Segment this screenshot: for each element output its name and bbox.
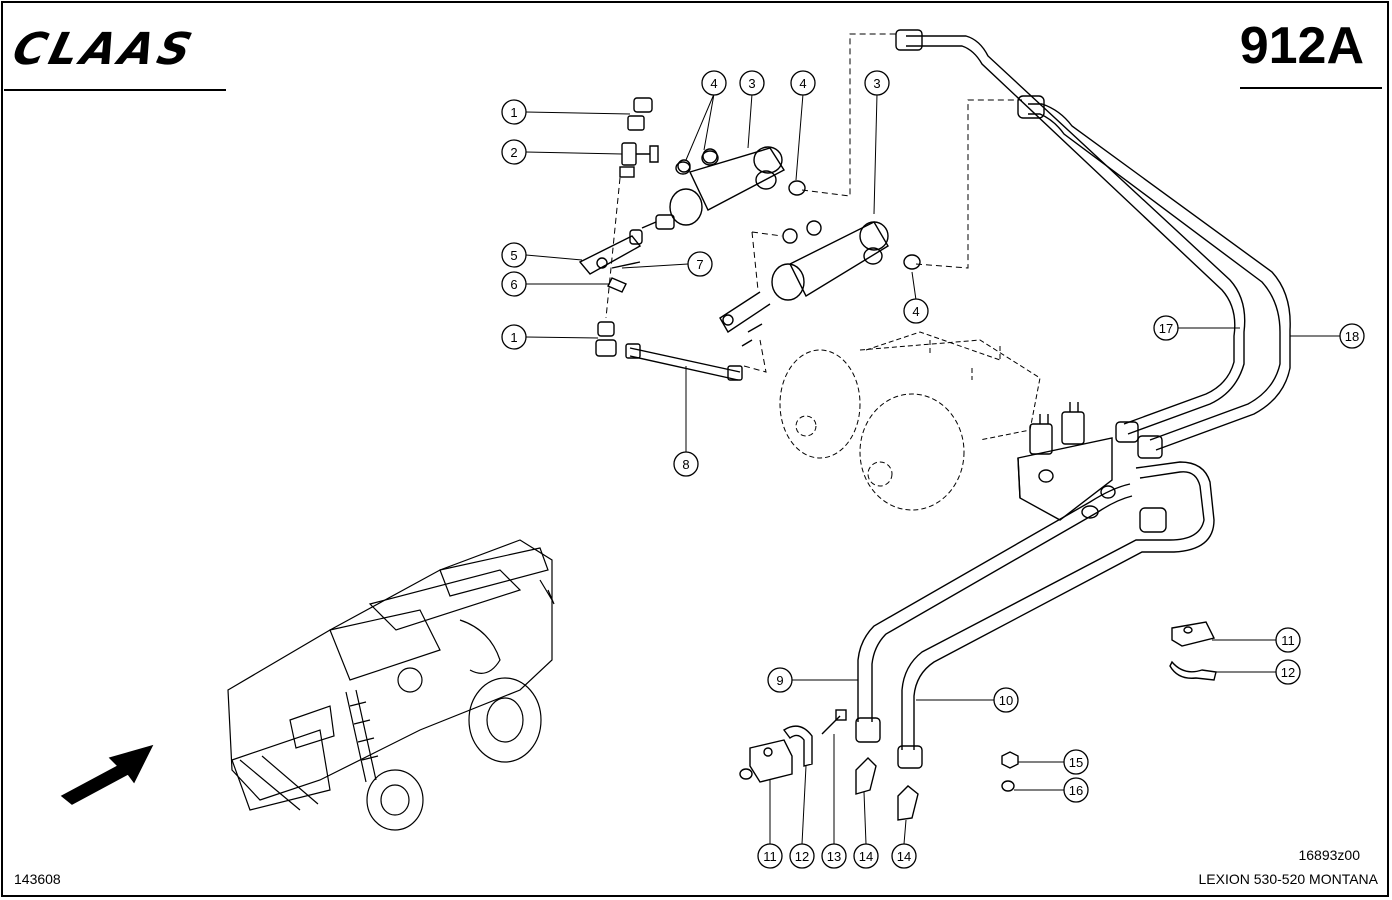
seal-4-right-top (788, 180, 806, 196)
callout-18: 18 (1339, 323, 1365, 349)
pipe-9 (855, 483, 1133, 743)
reservoir-dashed (779, 331, 1041, 511)
page-number-underline (1240, 87, 1382, 89)
drawing-reference: 16893z00 (1298, 847, 1360, 863)
svg-text:10: 10 (999, 693, 1013, 708)
callout-10: 10 (993, 687, 1019, 713)
svg-text:14: 14 (897, 849, 911, 864)
callout-9: 9 (767, 667, 793, 693)
combine-harvester-illustration (227, 539, 555, 831)
svg-text:13: 13 (827, 849, 841, 864)
callout-3-a: 3 (739, 70, 765, 96)
pipe-10 (897, 461, 1215, 769)
callout-4-a: 4 (701, 70, 727, 96)
pipe-17 (895, 29, 1246, 435)
svg-text:1: 1 (510, 105, 517, 120)
page-number: 912A (1239, 17, 1364, 75)
svg-text:4: 4 (799, 76, 806, 91)
callout-1-top: 1 (501, 99, 527, 125)
callout-11-right: 11 (1275, 627, 1301, 653)
seal-4-mid-a (782, 228, 798, 244)
leader-lines (525, 93, 1340, 845)
seal-4-upper-a (677, 159, 691, 173)
tee-fitting-2 (619, 142, 659, 178)
callout-4-c: 4 (903, 298, 929, 324)
valve-block (1017, 402, 1116, 521)
svg-text:6: 6 (510, 277, 517, 292)
callouts: 1 2 4 3 4 3 5 6 7 4 1 8 17 18 11 12 9 10… (501, 70, 1365, 869)
svg-text:12: 12 (1281, 665, 1295, 680)
pipe-8 (625, 343, 743, 381)
svg-text:4: 4 (912, 304, 919, 319)
bolt-13 (821, 709, 847, 735)
seal-4-upper-b (702, 148, 718, 164)
elbow-14-a (855, 757, 877, 795)
svg-text:2: 2 (510, 145, 517, 160)
pipe-18 (1017, 95, 1291, 459)
pin-6 (607, 277, 627, 293)
callout-6: 6 (501, 271, 527, 297)
clevis-5 (578, 229, 643, 275)
callout-13: 13 (821, 843, 847, 869)
callout-14-a: 14 (853, 843, 879, 869)
callout-8: 8 (673, 451, 699, 477)
callout-12-bottom: 12 (789, 843, 815, 869)
callout-5: 5 (501, 242, 527, 268)
svg-text:7: 7 (696, 257, 703, 272)
svg-text:8: 8 (682, 457, 689, 472)
cylinder-3-lower (719, 221, 889, 347)
model-name: LEXION 530-520 MONTANA (1198, 871, 1378, 887)
clamp-block-11-bottom (739, 739, 793, 783)
split-pin-7 (611, 261, 641, 269)
document-code: 143608 (14, 871, 61, 887)
direction-arrow-icon (60, 744, 154, 805)
nut-15 (1001, 751, 1019, 769)
fitting-elbow-1-top (627, 97, 653, 131)
clamp-12-bottom (782, 725, 813, 767)
callout-4-b: 4 (790, 70, 816, 96)
callout-3-b: 3 (864, 70, 890, 96)
svg-text:16: 16 (1069, 783, 1083, 798)
callout-14-b: 14 (891, 843, 917, 869)
callout-15: 15 (1063, 749, 1089, 775)
callout-11-bottom: 11 (757, 843, 783, 869)
washer-16 (1001, 780, 1015, 792)
svg-text:18: 18 (1345, 329, 1359, 344)
callout-7: 7 (687, 251, 713, 277)
callout-1-bottom: 1 (501, 324, 527, 350)
seal-4-right-mid (903, 254, 921, 270)
svg-text:3: 3 (748, 76, 755, 91)
elbow-14-b (897, 785, 919, 821)
cylinder-3-upper (641, 146, 785, 230)
callout-12-right: 12 (1275, 659, 1301, 685)
callout-16: 16 (1063, 777, 1089, 803)
callout-2: 2 (501, 139, 527, 165)
svg-text:1: 1 (510, 330, 517, 345)
svg-text:17: 17 (1159, 321, 1173, 336)
fitting-elbow-1-bottom (595, 321, 617, 357)
seal-4-mid-b (806, 220, 822, 236)
svg-text:12: 12 (795, 849, 809, 864)
svg-text:9: 9 (776, 673, 783, 688)
svg-text:15: 15 (1069, 755, 1083, 770)
dashed-guides (605, 33, 1022, 373)
svg-text:4: 4 (710, 76, 717, 91)
clamp-block-11-right (1171, 621, 1216, 647)
svg-text:14: 14 (859, 849, 873, 864)
svg-text:3: 3 (873, 76, 880, 91)
clamp-12-right (1169, 660, 1217, 681)
brand-underline (4, 89, 226, 91)
callout-17: 17 (1153, 315, 1179, 341)
svg-text:11: 11 (1281, 633, 1295, 648)
svg-text:5: 5 (510, 248, 517, 263)
svg-text:11: 11 (763, 849, 777, 864)
